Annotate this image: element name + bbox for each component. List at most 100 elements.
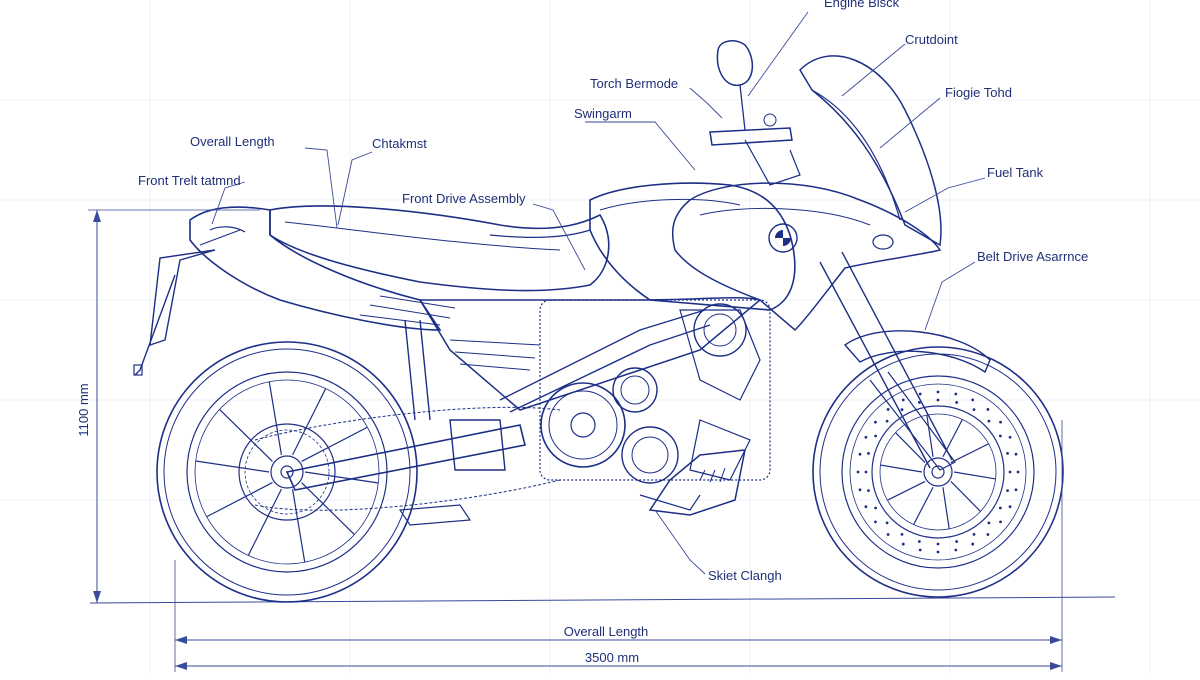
front-spoke xyxy=(913,486,934,525)
disc-hole xyxy=(986,408,990,411)
swingarm-chain xyxy=(254,319,561,526)
label-fuel-tank: Fuel Tank xyxy=(987,165,1044,180)
rear-spoke xyxy=(268,381,283,455)
rear-wheel-spokes xyxy=(195,381,379,563)
disc-hole xyxy=(885,419,889,423)
label-overall-length-top: Overall Length xyxy=(190,134,275,149)
disc-hole xyxy=(955,540,959,543)
disc-hole xyxy=(1008,470,1012,474)
disc-hole xyxy=(856,470,860,474)
rear-spoke xyxy=(247,488,282,556)
disc-hole xyxy=(918,392,922,396)
disc-hole xyxy=(900,532,904,536)
tail-section xyxy=(133,206,456,376)
disc-hole xyxy=(858,452,862,456)
rear-spoke xyxy=(304,471,379,484)
rear-spoke xyxy=(206,482,273,518)
height-dimension-label: 1100 mm xyxy=(76,383,91,436)
label-fiogie-tohd: Fiogie Tohd xyxy=(945,85,1012,100)
front-spoke xyxy=(950,480,981,512)
disc-hole xyxy=(874,420,877,424)
disc-hole xyxy=(858,488,862,492)
label-belt-drive: Belt Drive Asarrnce xyxy=(977,249,1088,264)
skid-plate xyxy=(648,449,746,516)
label-front-drive-assembly: Front Drive Assembly xyxy=(402,191,526,206)
front-spoke xyxy=(942,487,950,529)
front-spoke xyxy=(926,415,934,457)
disc-hole xyxy=(999,420,1002,424)
label-skiet-clangh: Skiet Clangh xyxy=(708,568,782,583)
disc-hole xyxy=(954,392,958,396)
front-spoke xyxy=(942,419,963,458)
disc-hole xyxy=(1006,451,1009,455)
seat xyxy=(269,205,610,292)
disc-hole xyxy=(917,401,921,404)
disc-hole xyxy=(901,542,905,546)
disc-hole xyxy=(886,408,890,411)
disc-hole xyxy=(954,548,958,552)
disc-hole xyxy=(874,520,877,524)
rear-spoke xyxy=(292,388,327,456)
disc-hole xyxy=(917,540,921,543)
front-spoke xyxy=(887,480,926,501)
disc-hole xyxy=(864,505,868,509)
front-spoke xyxy=(950,443,989,464)
disc-hole xyxy=(955,401,959,404)
front-fork xyxy=(819,251,991,471)
label-crutdoint: Crutdoint xyxy=(905,32,958,47)
disc-hole xyxy=(1008,505,1012,509)
label-front-tret: Front Trelt tatmnd xyxy=(138,173,241,188)
disc-hole xyxy=(972,408,976,412)
disc-hole xyxy=(998,506,1002,510)
front-spoke xyxy=(895,432,926,464)
disc-hole xyxy=(971,398,975,402)
disc-hole xyxy=(1014,452,1018,456)
label-engine-block: Engine Bisck xyxy=(824,0,900,10)
disc-hole xyxy=(1014,488,1018,492)
disc-hole xyxy=(1016,470,1020,474)
disc-hole xyxy=(918,548,922,552)
disc-hole xyxy=(874,434,878,438)
rear-wheel xyxy=(156,341,418,603)
rear-spoke xyxy=(301,426,368,462)
front-wheel xyxy=(812,346,1064,598)
rear-spoke xyxy=(301,482,355,536)
brake-disc-holes xyxy=(856,390,1020,554)
disc-hole xyxy=(885,521,889,525)
callout-leaders xyxy=(211,11,986,575)
engine xyxy=(539,299,771,511)
disc-hole xyxy=(901,398,905,402)
disc-hole xyxy=(971,542,975,546)
front-spoke xyxy=(953,471,996,480)
disc-hole xyxy=(864,470,868,474)
rear-spoke xyxy=(291,489,306,563)
disc-hole xyxy=(1006,489,1009,493)
disc-hole xyxy=(986,533,990,536)
disc-hole xyxy=(1008,435,1012,439)
disc-hole xyxy=(867,451,870,455)
disc-hole xyxy=(987,521,991,525)
disc-hole xyxy=(998,434,1002,438)
label-chtakmst: Chtakmst xyxy=(372,136,427,151)
disc-hole xyxy=(886,533,890,536)
disc-hole xyxy=(972,532,976,536)
disc-hole xyxy=(874,506,878,510)
mirror-handlebar xyxy=(709,40,801,186)
disc-hole xyxy=(936,390,940,394)
disc-hole xyxy=(900,408,904,412)
disc-hole xyxy=(864,435,868,439)
rear-spoke xyxy=(219,408,273,462)
fuel-tank xyxy=(589,182,796,311)
disc-hole xyxy=(936,542,940,546)
ground-line xyxy=(89,596,1116,604)
overall-length-value-label: 3500 mm xyxy=(585,650,639,665)
label-swingarm: Swingarm xyxy=(574,106,632,121)
disc-hole xyxy=(987,419,991,423)
label-torch-bermode: Torch Bermode xyxy=(590,76,678,91)
disc-hole xyxy=(999,520,1002,524)
overall-length-dimension-label: Overall Length xyxy=(564,624,649,639)
disc-hole xyxy=(867,489,870,493)
